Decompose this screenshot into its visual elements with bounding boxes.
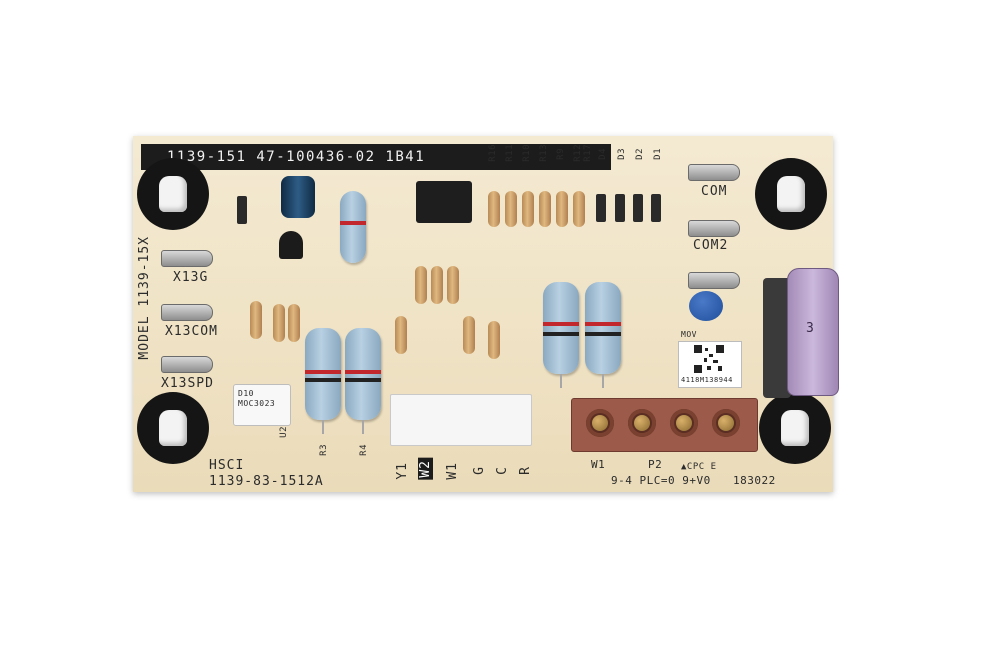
mounting-hole-bottom-left (137, 392, 209, 464)
lead-wire (602, 374, 604, 388)
designator-r11: R11 (505, 144, 515, 162)
resistor-r1 (543, 282, 579, 374)
terminal-label-com2: COM2 (693, 238, 729, 253)
resistor-r12 (573, 191, 585, 227)
connector-pin (670, 409, 698, 437)
resistor-r5 (463, 316, 475, 354)
optocoupler-label: D10 MOC3023 (238, 389, 276, 408)
fuse-rating: 3 (806, 321, 815, 336)
thermostat-label-c: C (495, 466, 510, 475)
thermostat-label-y1: Y1 (395, 462, 410, 480)
designator-d1: D1 (653, 148, 663, 160)
terminal-x13g[interactable] (161, 250, 213, 267)
resistor-r13 (539, 191, 551, 227)
designator-mov: MOV (681, 330, 697, 339)
resistor-r18 (340, 191, 366, 263)
standoff-icon (159, 176, 187, 212)
mounting-hole-top-left (137, 158, 209, 230)
thermostat-label-g: G (472, 466, 487, 475)
circuit-board: 1139-151 47-100436-02 1B41 MODEL 1139-15… (133, 136, 839, 492)
qr-text: 4118M138944 (681, 376, 733, 384)
power-connector-p2[interactable] (571, 398, 758, 452)
plc-label: 9-4 PLC=0 9+V0 (611, 474, 711, 487)
designator-r12: R12 (573, 144, 583, 162)
terminal-com2[interactable] (688, 220, 740, 237)
designator-r4: R4 (359, 444, 369, 456)
resistor-r9 (556, 191, 568, 227)
resistor-r10 (522, 191, 534, 227)
terminal-label-x13com: X13COM (165, 324, 218, 339)
resistor-r21 (273, 304, 285, 342)
diode-d5 (237, 196, 247, 224)
designator-d2: D2 (635, 148, 645, 160)
date-code: 183022 (733, 474, 776, 487)
diode-d2 (633, 194, 643, 222)
model-label: MODEL 1139-15X (137, 236, 152, 360)
terminal-x13spd[interactable] (161, 356, 213, 373)
designator-r10: R10 (522, 144, 532, 162)
resistor-r7 (395, 316, 407, 354)
disc-capacitor (689, 291, 723, 321)
terminal-label-x13spd: X13SPD (161, 376, 214, 391)
fuse-holder (763, 278, 791, 398)
resistor-r6 (488, 321, 500, 359)
resistor-r11 (505, 191, 517, 227)
fuse[interactable]: 3 (787, 268, 839, 396)
resistor-r3 (305, 328, 341, 420)
lead-wire (322, 420, 324, 434)
resistor-r22 (250, 301, 262, 339)
thermostat-label-r: R (518, 466, 533, 475)
resistor-r2 (585, 282, 621, 374)
designator-d4: D4 (598, 148, 608, 160)
resistor-r20 (288, 304, 300, 342)
lead-wire (560, 374, 562, 388)
terminal-label-com: COM (701, 184, 728, 199)
thermostat-label-w2: W2 (418, 458, 433, 480)
designator-r17: R17 (583, 144, 593, 162)
diode-d4 (596, 194, 606, 222)
ic-u1 (416, 181, 472, 223)
connector-pin (712, 409, 740, 437)
qr-label: 4118M138944 (678, 341, 742, 388)
electrolytic-capacitor (281, 176, 315, 218)
designator-r3: R3 (319, 444, 329, 456)
designator-r13: R13 (539, 144, 549, 162)
manufacturer-label: HSCI (209, 458, 245, 473)
resistor-r8 (415, 266, 427, 304)
cpc-label: ▲CPC E (681, 462, 717, 472)
resistor-r19 (431, 266, 443, 304)
designator-r16: R16 (488, 144, 498, 162)
standoff-icon (777, 176, 805, 212)
standoff-icon (781, 410, 809, 446)
qr-code-icon (693, 344, 725, 374)
mounting-hole-top-right (755, 158, 827, 230)
thermostat-label-w1: W1 (445, 462, 460, 480)
connector-pin (586, 409, 614, 437)
terminal-label-x13g: X13G (173, 270, 209, 285)
designator-r9: R9 (556, 148, 566, 160)
transistor-q1 (279, 231, 303, 259)
part-number-label: 1139-151 47-100436-02 1B41 (141, 144, 611, 170)
terminal-x13com[interactable] (161, 304, 213, 321)
mounting-hole-bottom-right (759, 392, 831, 464)
standoff-icon (159, 410, 187, 446)
terminal-right-3[interactable] (688, 272, 740, 289)
resistor-r14 (447, 266, 459, 304)
resistor-r4 (345, 328, 381, 420)
designator-d3: D3 (617, 148, 627, 160)
thermostat-connector[interactable] (390, 394, 532, 446)
connector-pin (628, 409, 656, 437)
connector-label-w1: W1 (591, 458, 606, 471)
terminal-com[interactable] (688, 164, 740, 181)
optocoupler-u2: D10 MOC3023 (233, 384, 291, 426)
diode-d3 (615, 194, 625, 222)
connector-label-p2: P2 (648, 458, 663, 471)
board-part-number: 1139-83-1512A (209, 474, 324, 489)
diode-d1 (651, 194, 661, 222)
resistor-r16 (488, 191, 500, 227)
lead-wire (362, 420, 364, 434)
designator-u2: U2 (279, 426, 289, 438)
